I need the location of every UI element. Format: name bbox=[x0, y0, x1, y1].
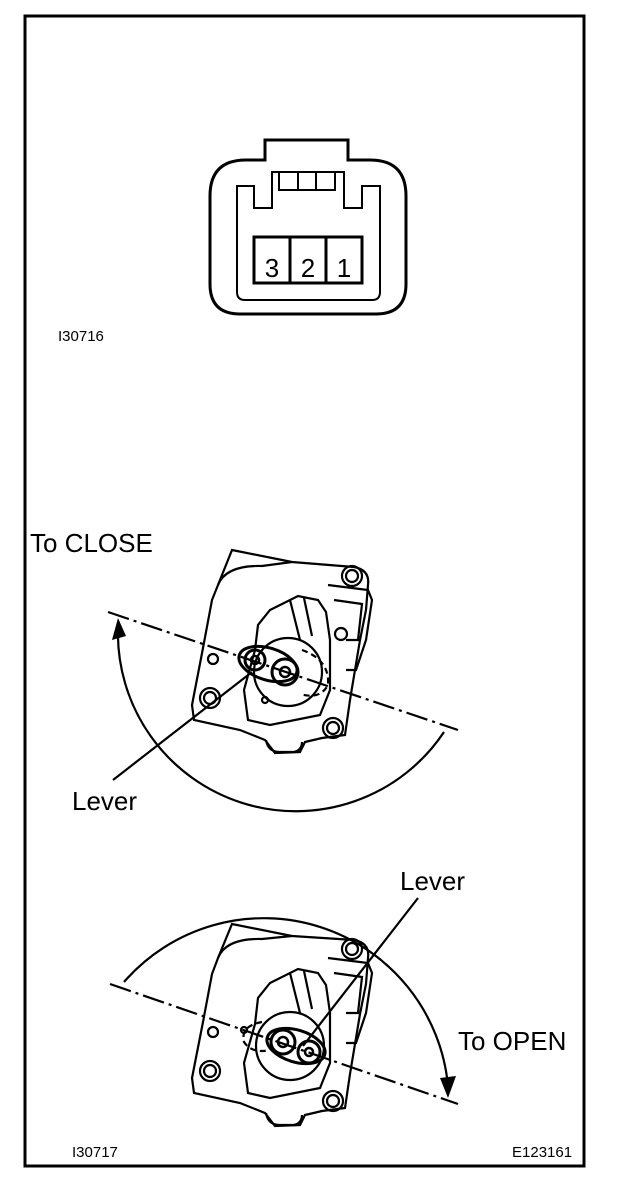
figure-code-top: I30716 bbox=[58, 328, 104, 345]
actuator-open-view bbox=[109, 897, 459, 1128]
pin-1-label: 1 bbox=[337, 253, 351, 283]
connector-latch bbox=[278, 171, 336, 191]
to-open-label: To OPEN bbox=[458, 1026, 567, 1056]
center-line-open bbox=[109, 982, 459, 1106]
open-arrow-head bbox=[440, 1076, 456, 1098]
lever-label-bottom: Lever bbox=[400, 866, 466, 896]
lever-open bbox=[265, 1026, 327, 1066]
figure-code-bottom-right: E123161 bbox=[512, 1144, 573, 1161]
close-arrow-head bbox=[112, 618, 126, 640]
lever-label-top: Lever bbox=[72, 786, 138, 816]
connector-housing bbox=[208, 138, 408, 316]
pin-3-label: 3 bbox=[265, 253, 279, 283]
figure-code-bottom-left: I30717 bbox=[72, 1144, 118, 1161]
rotation-arc-open bbox=[123, 917, 450, 1087]
rotation-arc-close bbox=[116, 627, 445, 813]
pin-2-label: 2 bbox=[301, 253, 315, 283]
actuator-close-view bbox=[107, 548, 459, 813]
outer-border bbox=[23, 14, 586, 1168]
center-line-close bbox=[107, 610, 459, 732]
connector-inner-cavity bbox=[236, 171, 381, 301]
pin-block bbox=[252, 235, 364, 285]
to-close-label: To CLOSE bbox=[30, 528, 153, 558]
connector-diagram bbox=[208, 138, 408, 316]
